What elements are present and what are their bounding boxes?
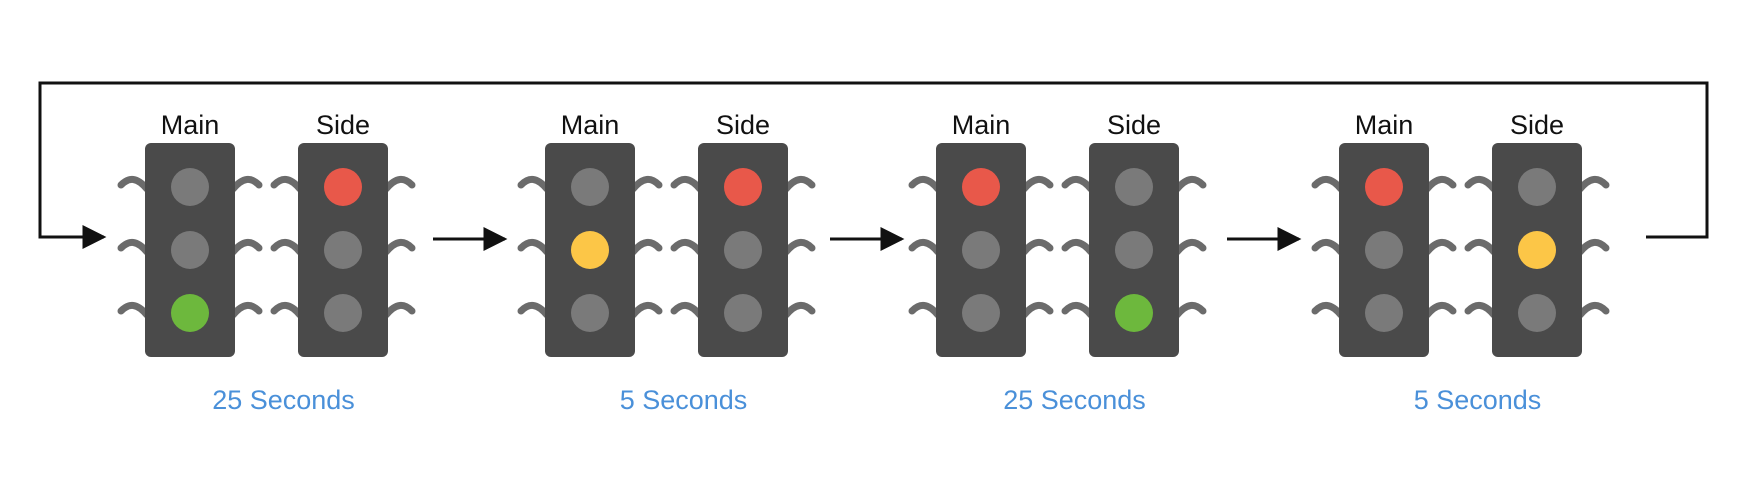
bracket-right	[382, 239, 416, 256]
traffic-light-side: Side	[670, 110, 816, 357]
green-lamp-unlit	[324, 294, 362, 332]
red-lamp-lit	[324, 168, 362, 206]
bracket-right	[1173, 239, 1207, 256]
green-lamp-unlit	[724, 294, 762, 332]
bracket-right	[1576, 176, 1610, 193]
bracket-left	[670, 239, 704, 256]
yellow-lamp-unlit	[324, 231, 362, 269]
phase-4: Main Side 5 Seconds	[1311, 110, 1610, 415]
bracket-left	[117, 176, 151, 193]
bracket-left	[117, 302, 151, 319]
red-lamp-lit	[1365, 168, 1403, 206]
signal-label: Side	[1107, 110, 1161, 140]
bracket-right	[382, 176, 416, 193]
signal-label: Main	[1355, 110, 1414, 140]
bracket-right	[1173, 176, 1207, 193]
bracket-left	[270, 302, 304, 319]
bracket-left	[1464, 176, 1498, 193]
signal-label: Side	[1510, 110, 1564, 140]
bracket-right	[229, 239, 263, 256]
bracket-right	[1576, 239, 1610, 256]
bracket-right	[1423, 302, 1457, 319]
traffic-light-main: Main	[908, 110, 1054, 357]
green-lamp-unlit	[1518, 294, 1556, 332]
bracket-left	[1311, 239, 1345, 256]
bracket-right	[629, 239, 663, 256]
traffic-light-side: Side	[270, 110, 416, 357]
signal-label: Main	[161, 110, 220, 140]
duration-label: 25 Seconds	[1003, 385, 1146, 415]
yellow-lamp-lit	[1518, 231, 1556, 269]
traffic-light-main: Main	[517, 110, 663, 357]
bracket-left	[1311, 176, 1345, 193]
yellow-lamp-unlit	[1365, 231, 1403, 269]
bracket-right	[1020, 176, 1054, 193]
bracket-right	[382, 302, 416, 319]
bracket-right	[1173, 302, 1207, 319]
bracket-left	[908, 239, 942, 256]
bracket-left	[517, 176, 551, 193]
phase-2: Main Side 5 Seconds	[517, 110, 816, 415]
bracket-right	[1423, 239, 1457, 256]
bracket-right	[229, 176, 263, 193]
red-lamp-lit	[724, 168, 762, 206]
bracket-right	[1020, 302, 1054, 319]
yellow-lamp-lit	[571, 231, 609, 269]
bracket-right	[782, 176, 816, 193]
red-lamp-lit	[962, 168, 1000, 206]
bracket-right	[629, 176, 663, 193]
signal-label: Side	[716, 110, 770, 140]
duration-label: 5 Seconds	[1414, 385, 1542, 415]
signal-label: Main	[952, 110, 1011, 140]
bracket-left	[1061, 176, 1095, 193]
traffic-light-side: Side	[1061, 110, 1207, 357]
traffic-light-main: Main	[1311, 110, 1457, 357]
bracket-left	[670, 176, 704, 193]
bracket-left	[517, 239, 551, 256]
duration-label: 5 Seconds	[620, 385, 748, 415]
phase-1: Main Side 25 Seconds	[117, 110, 416, 415]
bracket-right	[782, 302, 816, 319]
bracket-left	[1061, 302, 1095, 319]
bracket-left	[908, 176, 942, 193]
bracket-left	[1311, 302, 1345, 319]
phase-3: Main Side 25 Seconds	[908, 110, 1207, 415]
red-lamp-unlit	[571, 168, 609, 206]
bracket-right	[1423, 176, 1457, 193]
red-lamp-unlit	[1115, 168, 1153, 206]
green-lamp-lit	[171, 294, 209, 332]
bracket-left	[908, 302, 942, 319]
bracket-left	[670, 302, 704, 319]
bracket-right	[1576, 302, 1610, 319]
bracket-left	[270, 176, 304, 193]
bracket-left	[1464, 302, 1498, 319]
traffic-light-side: Side	[1464, 110, 1610, 357]
bracket-left	[1061, 239, 1095, 256]
green-lamp-unlit	[1365, 294, 1403, 332]
bracket-right	[782, 239, 816, 256]
loop-back-arrow	[38, 81, 1709, 249]
yellow-lamp-unlit	[171, 231, 209, 269]
duration-label: 25 Seconds	[212, 385, 355, 415]
yellow-lamp-unlit	[962, 231, 1000, 269]
bracket-left	[1464, 239, 1498, 256]
green-lamp-unlit	[962, 294, 1000, 332]
bracket-left	[517, 302, 551, 319]
traffic-light-main: Main	[117, 110, 263, 357]
bracket-right	[1020, 239, 1054, 256]
yellow-lamp-unlit	[724, 231, 762, 269]
bracket-left	[270, 239, 304, 256]
signal-label: Main	[561, 110, 620, 140]
bracket-right	[629, 302, 663, 319]
signal-label: Side	[316, 110, 370, 140]
bracket-right	[229, 302, 263, 319]
red-lamp-unlit	[171, 168, 209, 206]
bracket-left	[117, 239, 151, 256]
green-lamp-unlit	[571, 294, 609, 332]
green-lamp-lit	[1115, 294, 1153, 332]
yellow-lamp-unlit	[1115, 231, 1153, 269]
red-lamp-unlit	[1518, 168, 1556, 206]
